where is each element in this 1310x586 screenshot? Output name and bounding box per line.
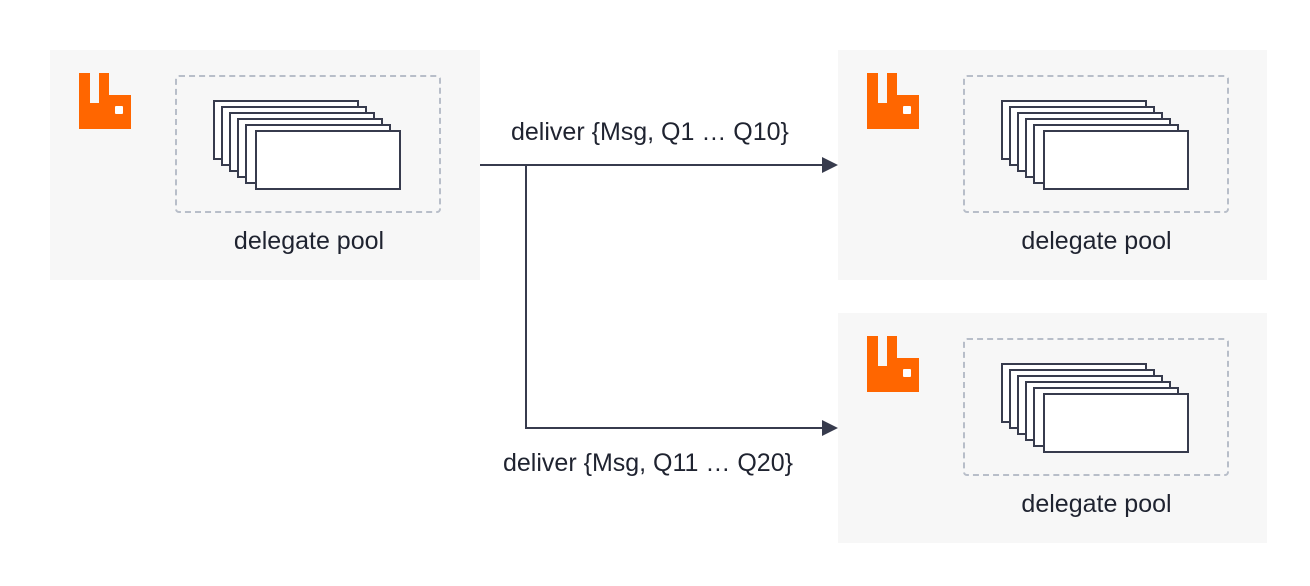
pool-label: delegate pool [1021, 227, 1172, 255]
rabbitmq-logo-icon [867, 336, 919, 392]
target-top-node: delegate pool [838, 50, 1267, 280]
arrowhead-top-icon [822, 157, 838, 173]
source-node: delegate pool [50, 50, 480, 280]
pool-label: delegate pool [1021, 490, 1172, 518]
delegate-pool-frame [963, 75, 1229, 213]
rabbitmq-logo-icon [79, 73, 131, 129]
delegate-stack [213, 100, 401, 190]
edge-label-bottom: deliver {Msg, Q11 … Q20} [503, 449, 793, 477]
edge-label-top: deliver {Msg, Q1 … Q10} [511, 118, 789, 146]
pool-label: delegate pool [233, 227, 385, 255]
delegate-stack [1001, 100, 1189, 190]
target-bottom-node: delegate pool [838, 313, 1267, 543]
delegate-stack [1001, 363, 1189, 453]
edge-to-target-bottom [525, 165, 828, 429]
delegate-pool-frame [963, 338, 1229, 476]
rabbitmq-logo-icon [867, 73, 919, 129]
delegate-pool-frame [175, 75, 441, 213]
arrowhead-bottom-icon [822, 420, 838, 436]
